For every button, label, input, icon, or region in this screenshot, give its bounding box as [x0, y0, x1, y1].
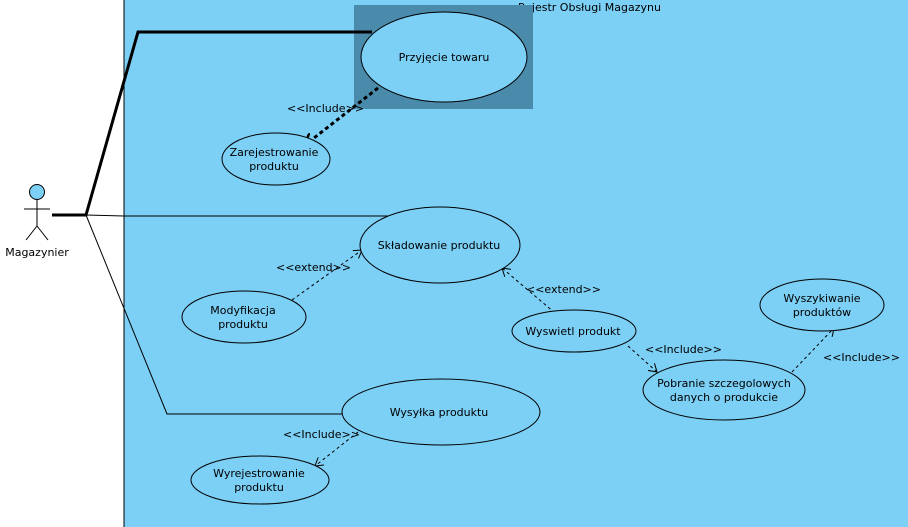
use-case-label-line: produktu: [218, 318, 268, 331]
use-case-label-line: Wyswietl produkt: [525, 325, 621, 338]
use-case-skladowanie-produktu[interactable]: Składowanie produktu: [359, 206, 521, 284]
use-case-wysylka-produktu[interactable]: Wysyłka produktu: [341, 378, 541, 446]
association-actor-przyjecie[interactable]: [52, 30, 372, 217]
use-case-label: Wysyłka produktu: [390, 406, 489, 419]
associations: [52, 30, 390, 415]
use-case-label: Przyjęcie towaru: [399, 51, 490, 64]
use-case-label-line: Przyjęcie towaru: [399, 51, 490, 64]
include-label-3: <<Include>>: [823, 351, 900, 364]
use-case-label-line: danych o produkcie: [670, 391, 778, 404]
include-arrow-pobranie-wyszukiwanie[interactable]: [791, 328, 834, 373]
association-actor-wysylka[interactable]: [85, 214, 343, 415]
use-case-label-line: produktów: [793, 306, 851, 319]
use-case-wyswietl-produkt[interactable]: Wyswietl produkt: [511, 309, 637, 353]
actor-name: Magazynier: [5, 246, 69, 259]
use-case-label-line: Zarejestrowanie: [230, 146, 319, 159]
extend-label-1: <<extend>>: [276, 261, 351, 274]
use-case-label: Składowanie produktu: [378, 239, 501, 252]
use-case-label-line: Modyfikacja: [210, 304, 275, 317]
use-case-label-line: produktu: [234, 481, 284, 494]
use-case-label-line: Pobranie szczegolowych: [657, 377, 791, 390]
include-arrow-wyswietl-pobranie[interactable]: [627, 345, 657, 372]
include-arrow-przyjecie-zarejestrowanie[interactable]: [305, 86, 379, 145]
actor-head: [29, 184, 45, 200]
system-title: Rejestr Obsługi Magazynu: [518, 1, 661, 14]
use-case-label-line: Wysyłka produktu: [390, 406, 489, 419]
extend-arrow-modyfikacja-skladowanie[interactable]: [291, 250, 362, 301]
extend-label-2: <<extend>>: [526, 283, 601, 296]
use-case-label-line: Składowanie produktu: [378, 239, 501, 252]
include-label-4: <<Include>>: [283, 428, 360, 441]
use-case-label-line: Wyszykiwanie: [783, 292, 860, 305]
association-actor-skladowanie[interactable]: [85, 214, 390, 217]
include-label-2: <<Include>>: [645, 343, 722, 356]
actor-right-leg: [36, 225, 49, 241]
include-label-1: <<Include>>: [287, 102, 364, 115]
use-case-label-line: produktu: [249, 160, 299, 173]
actor-left-leg: [25, 225, 38, 241]
use-case-label-line: Wyrejestrowanie: [213, 467, 305, 480]
use-case-label: Wyswietl produkt: [525, 325, 621, 338]
dependencies: [291, 86, 834, 466]
actor-magazynier[interactable]: Magazynier: [5, 184, 69, 260]
use-case-przyjecie-towaru[interactable]: Przyjęcie towaru: [360, 11, 528, 103]
